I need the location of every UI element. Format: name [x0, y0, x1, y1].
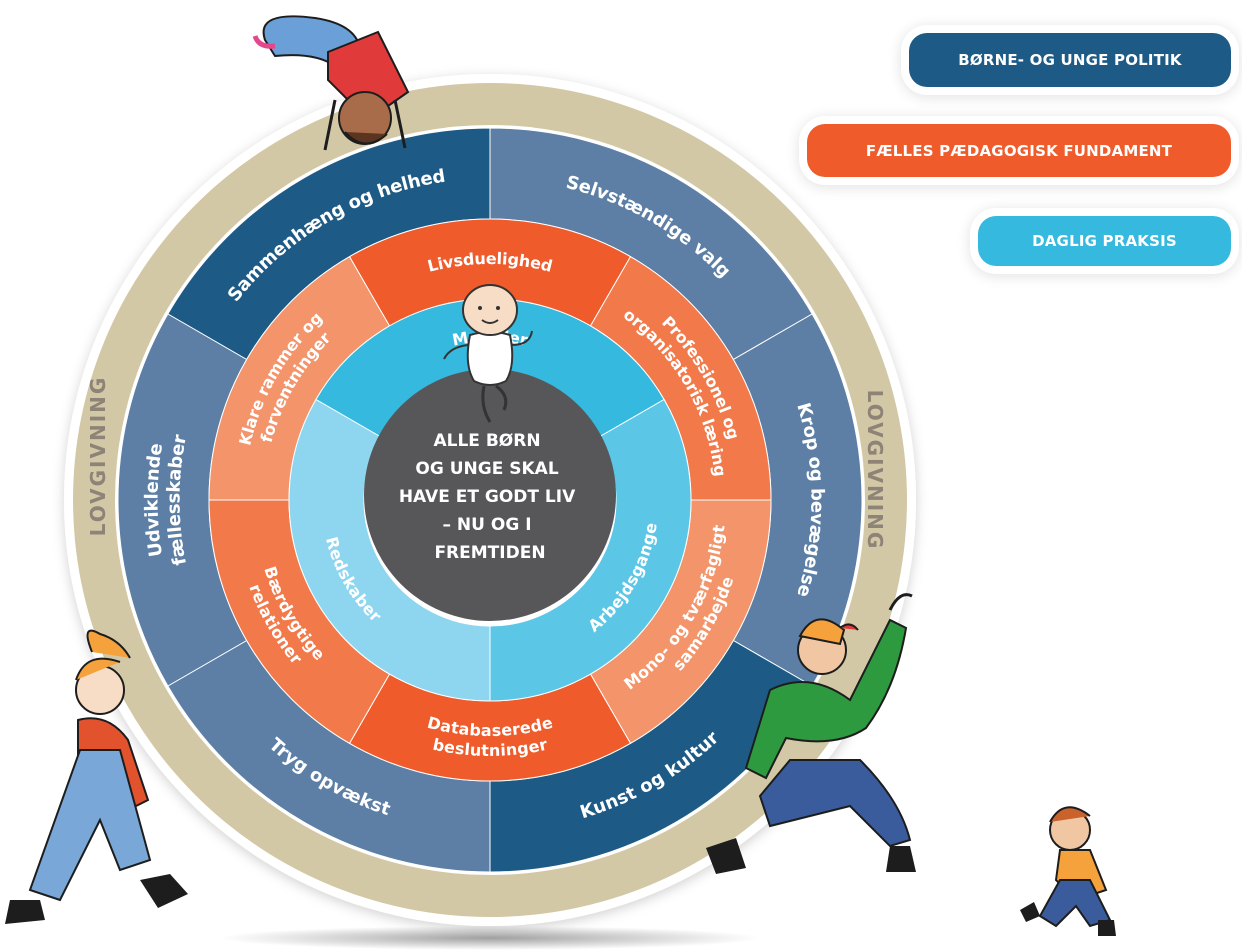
- baby-figure: [443, 284, 533, 423]
- center-text: ALLE BØRN OG UNGE SKAL HAVE ET GODT LIV …: [399, 431, 581, 563]
- legend-boerne-unge-politik[interactable]: BØRNE- OG UNGE POLITIK: [909, 33, 1231, 87]
- center-line-2: OG UNGE SKAL: [415, 459, 558, 479]
- praksis-ring-segment[interactable]: [288, 398, 491, 702]
- lovgivning-label-right: LOVGIVNING: [863, 390, 887, 551]
- legend-daglig-praksis[interactable]: DAGLIG PRAKSIS: [978, 216, 1231, 266]
- small-child-figure: [1020, 806, 1116, 936]
- girl-walking-figure: [5, 629, 188, 924]
- lovgivning-label-left: LOVGIVNING: [86, 376, 110, 537]
- center-line-3: HAVE ET GODT LIV: [399, 487, 576, 507]
- center-line-5: FREMTIDEN: [434, 543, 545, 563]
- center-disc: [364, 369, 616, 621]
- child-handstand-figure: [252, 15, 410, 151]
- boy-running-figure: [706, 593, 916, 874]
- legend-faelles-paedagogisk-fundament[interactable]: FÆLLES PÆDAGOGISK FUNDAMENT: [807, 124, 1231, 177]
- center-line-4: – NU OG I: [443, 515, 532, 535]
- wheel-shadow: [220, 926, 760, 950]
- praksis-ring-segment[interactable]: [489, 398, 692, 702]
- center-line-1: ALLE BØRN: [433, 431, 540, 451]
